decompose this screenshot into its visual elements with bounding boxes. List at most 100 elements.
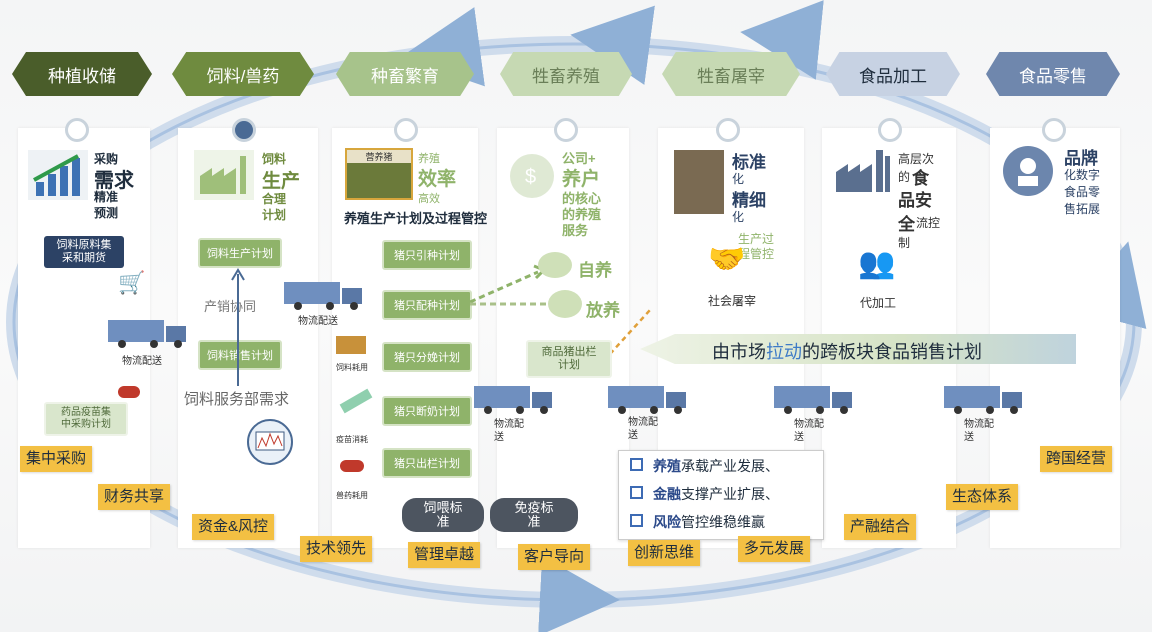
col7-t4: 售拓展 [1064, 202, 1101, 216]
col2-t1: 饲料 [262, 152, 287, 166]
tag-capital-risk[interactable]: 资金&风控 [192, 514, 275, 540]
col4-t2: 养户 [562, 169, 601, 190]
step-weaning[interactable]: 猪只断奶计划 [382, 396, 472, 426]
truck-icon-2 [284, 282, 362, 310]
piggy-icon-2 [548, 290, 582, 318]
stage-processing[interactable]: 食品加工 [826, 52, 960, 96]
handshake-icon: 🤝 [708, 243, 746, 276]
factory-icon [194, 150, 254, 200]
tag-tech-leading[interactable]: 技术领先 [300, 536, 373, 562]
col5-t2: 化 [732, 172, 745, 186]
col5-t6: 程管控 [738, 247, 775, 261]
cart-icon: 🛒 [118, 270, 146, 295]
pin-3 [394, 118, 418, 142]
pill-immune-standard[interactable]: 免疫标 准 [490, 498, 578, 532]
pill-feeding-standard[interactable]: 饲喂标 准 [402, 498, 484, 532]
col1-t2: 需求 [94, 170, 134, 192]
col5-t5: 生产过 [738, 232, 775, 246]
col7-t1: 品牌 [1064, 149, 1098, 168]
stage-slaughter[interactable]: 牲畜屠宰 [662, 52, 800, 96]
truck-icon-6 [944, 386, 1022, 414]
stage-feed[interactable]: 饲料/兽药 [172, 52, 314, 96]
factory-blue-icon [836, 150, 890, 192]
svg-text:$: $ [525, 166, 536, 188]
col6-t1: 高层次 [898, 152, 935, 166]
bullet-box [618, 450, 824, 540]
col3-t1: 养殖 [418, 153, 440, 165]
tag-management[interactable]: 管理卓越 [408, 542, 481, 568]
market-arrow [640, 334, 1076, 364]
col6-t3: 食 [912, 169, 929, 188]
step-marketing[interactable]: 猪只出栏计划 [382, 448, 472, 478]
col6-sub: 代加工 [860, 296, 897, 310]
brand-icon [1003, 146, 1053, 196]
col5-social: 社会屠宰 [708, 294, 757, 308]
money-icon: $ [510, 154, 554, 198]
col2-bottom-label: 饲料服务部需求 [184, 391, 290, 408]
worker-photo [674, 150, 724, 214]
col6-t5: 全 [898, 215, 915, 234]
col6-t2: 的 [898, 170, 911, 184]
col1-t1: 采购 [94, 152, 119, 166]
col6-t4: 品安 [898, 191, 932, 210]
feed-procurement-box[interactable]: 饲料原料集 采和期货 [44, 236, 124, 268]
tag-customer[interactable]: 客户导向 [518, 544, 591, 570]
col1-t3: 精准 [94, 190, 119, 204]
column-farming [497, 128, 629, 548]
col2-t4: 计划 [262, 208, 287, 222]
pin-1 [65, 118, 89, 142]
col3-t3: 高效 [418, 193, 440, 205]
stage-breeding[interactable]: 种畜繁育 [336, 52, 474, 96]
tag-finance-sharing[interactable]: 财务共享 [98, 484, 171, 510]
col6-t7: 制 [898, 236, 911, 250]
pin-4 [554, 118, 578, 142]
truck-icon-5 [774, 386, 852, 414]
tag-industry-finance[interactable]: 产融结合 [844, 514, 917, 540]
feed-sales-plan[interactable]: 饲料销售计划 [198, 340, 282, 370]
tag-cross-border[interactable]: 跨国经营 [1040, 446, 1113, 472]
col5-t1: 标准 [732, 153, 766, 172]
col5-truck-label: 物流配 送 [628, 417, 658, 441]
tag-diversification[interactable]: 多元发展 [738, 536, 811, 562]
col7-t2: 化数字 [1064, 168, 1101, 182]
col2-truck-label: 物流配送 [298, 316, 338, 327]
col7-truck-label: 物流配 送 [964, 419, 994, 443]
truck-icon-3 [474, 386, 552, 414]
stage-retail[interactable]: 食品零售 [986, 52, 1120, 96]
pin-7 [1042, 118, 1066, 142]
col6-truck-label: 物流配 送 [794, 419, 824, 443]
pin-2 [232, 118, 256, 142]
growth-chart-icon [28, 150, 88, 200]
side-medicine-label: 兽药耗用 [336, 491, 368, 500]
tag-ecosystem[interactable]: 生态体系 [946, 484, 1019, 510]
col5-t3: 精细 [732, 191, 766, 210]
market-pig-plan[interactable]: 商品猪出栏 计划 [526, 340, 612, 378]
feed-production-plan[interactable]: 饲料生产计划 [198, 238, 282, 268]
arrow-up-icon [231, 268, 245, 386]
col1-t4: 预测 [94, 206, 119, 220]
step-breeding[interactable]: 猪只配种计划 [382, 290, 472, 320]
tag-central-procurement[interactable]: 集中采购 [20, 446, 93, 472]
stage-planting[interactable]: 种植收储 [12, 52, 152, 96]
col3-t2: 效率 [418, 169, 457, 190]
stage-farming[interactable]: 牲畜养殖 [500, 52, 632, 96]
col4-free: 放养 [586, 301, 620, 320]
step-farrowing[interactable]: 猪只分娩计划 [382, 342, 472, 372]
col1-truck-label: 物流配送 [122, 356, 162, 367]
col2-t3: 合理 [262, 192, 287, 206]
col5-t4: 化 [732, 210, 745, 224]
side-vaccine-label: 疫苗消耗 [336, 435, 368, 444]
col2-t2: 生产 [262, 171, 301, 192]
vaccine-procurement-box[interactable]: 药品疫苗集 中采购计划 [44, 402, 128, 436]
col4-t1: 公司+ [562, 151, 596, 166]
pin-5 [716, 118, 740, 142]
tag-innovation[interactable]: 创新思维 [628, 540, 701, 566]
pin-6 [878, 118, 902, 142]
bullet-3: 风险管控维稳维赢 [630, 512, 765, 532]
col7-t3: 食品零 [1064, 185, 1101, 199]
step-introduction[interactable]: 猪只引种计划 [382, 240, 472, 270]
col4-t5: 服务 [562, 223, 589, 238]
col4-t4: 的养殖 [562, 207, 602, 222]
col6-t6: 流控 [916, 216, 941, 230]
col4-self: 自养 [578, 261, 612, 280]
